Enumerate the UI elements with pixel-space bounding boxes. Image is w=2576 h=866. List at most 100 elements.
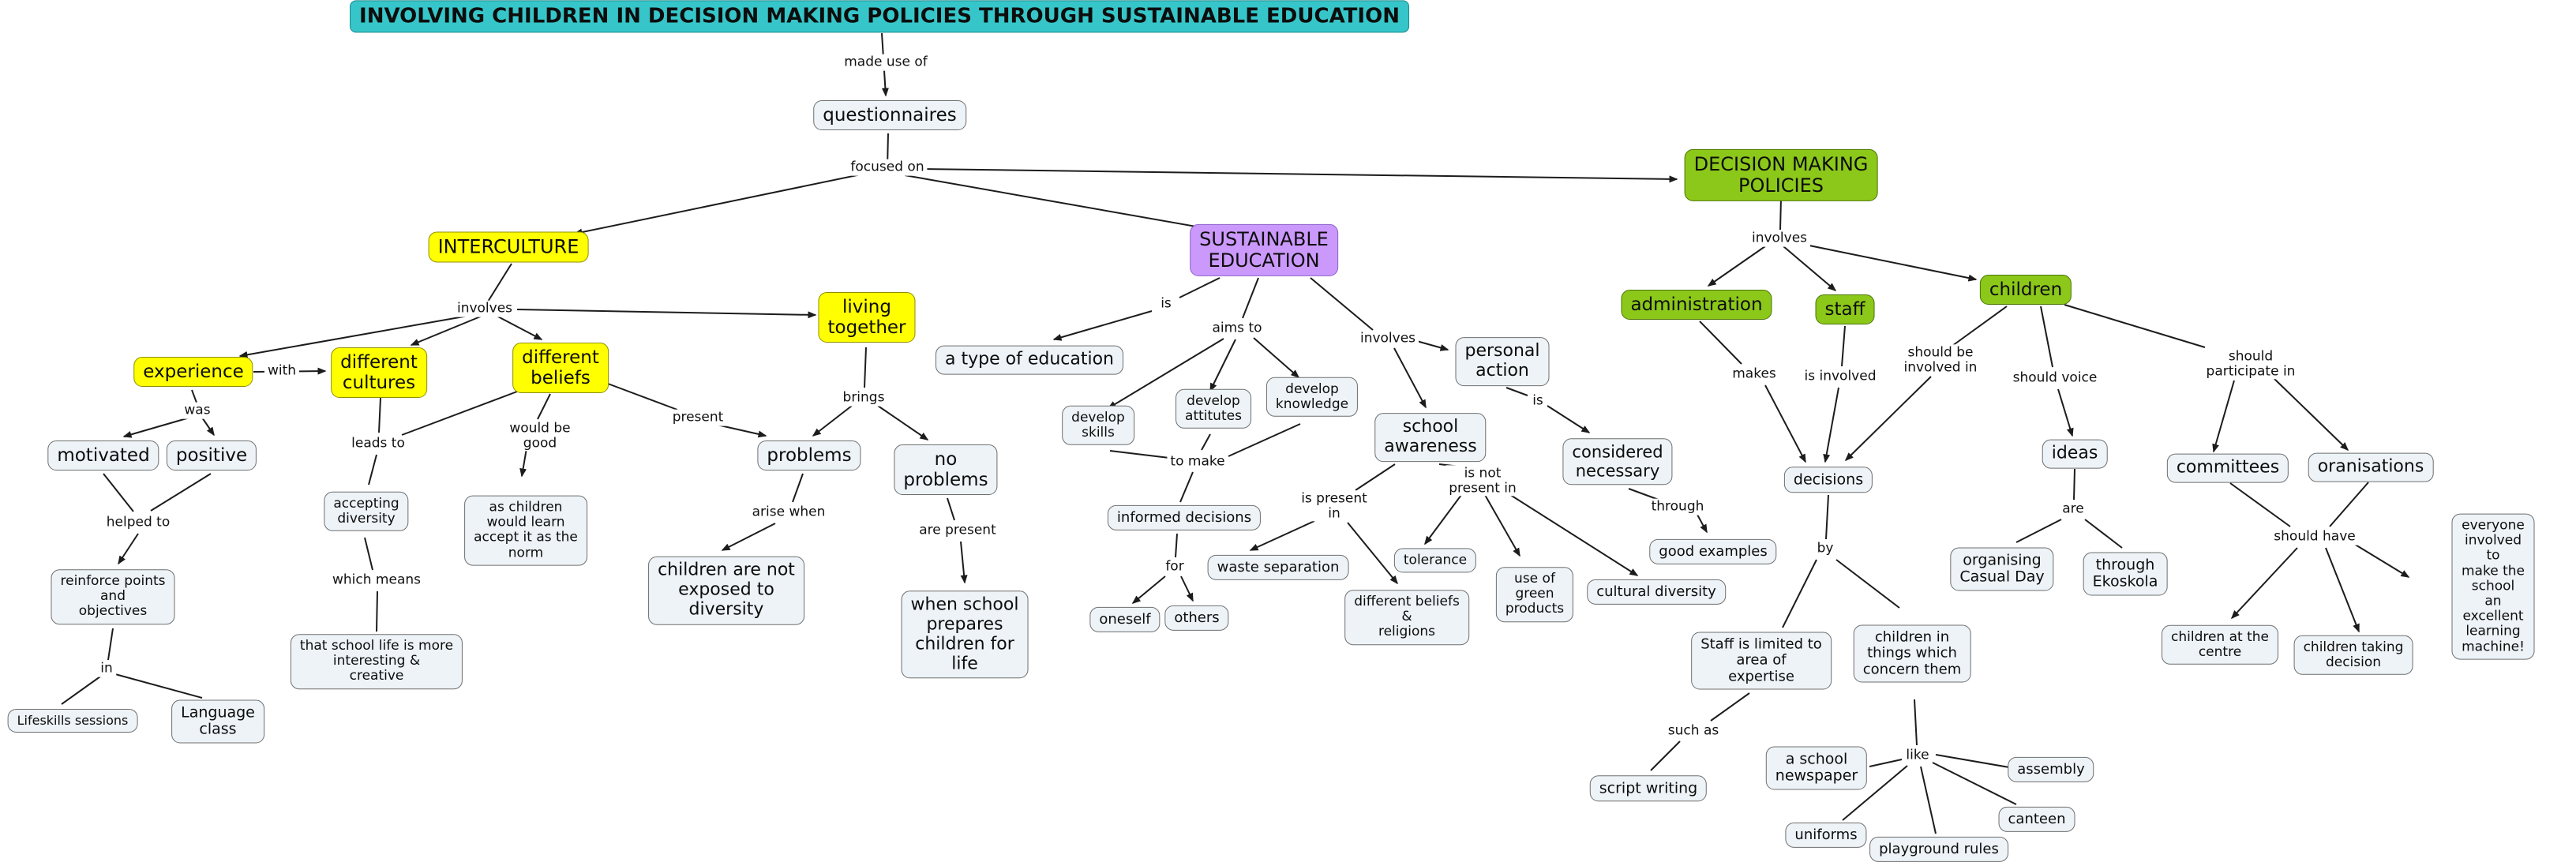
concept-node-children-taking-decision[interactable]: children taking decision [2293, 635, 2413, 676]
concept-node-informed-decisions[interactable]: informed decisions [1107, 504, 1262, 531]
connector-line [1835, 559, 1900, 609]
concept-node-motivated[interactable]: motivated [47, 440, 159, 470]
connector-line [1650, 740, 1681, 771]
linking-phrase-are-present[interactable]: are present [916, 522, 999, 539]
connector-line [1764, 384, 1806, 463]
linking-phrase-are[interactable]: are [2059, 500, 2087, 518]
concept-node-lifeskills-sessions[interactable]: Lifeskills sessions [7, 708, 138, 733]
concept-node-green-products[interactable]: use of green products [1495, 567, 1574, 622]
connector-line [1310, 277, 1374, 331]
linking-phrase-is-not-present-in[interactable]: is not present in [1445, 465, 1520, 497]
connector-line [1547, 405, 1591, 433]
linking-phrase-is-personal[interactable]: is [1529, 392, 1547, 410]
concept-node-as-children-learn[interactable]: as children would learn accept it as the… [464, 495, 587, 566]
connector-line [2230, 547, 2298, 620]
linking-phrase-is-education[interactable]: is [1157, 295, 1175, 313]
linking-phrase-should-voice[interactable]: should voice [2009, 369, 2101, 387]
concept-node-waste-separation[interactable]: waste separation [1207, 554, 1349, 581]
concept-node-canteen[interactable]: canteen [1998, 806, 2075, 833]
concept-node-cultural-diversity[interactable]: cultural diversity [1587, 579, 1726, 605]
linking-phrase-would-be-good[interactable]: would be good [506, 420, 574, 452]
concept-node-children-centre[interactable]: children at the centre [2162, 624, 2278, 665]
concept-node-develop-knowledge[interactable]: develop knowledge [1266, 377, 1359, 418]
concept-node-living-together[interactable]: living together [818, 292, 916, 343]
concept-node-interculture[interactable]: INTERCULTURE [428, 231, 589, 263]
concept-node-school-awareness[interactable]: school awareness [1374, 413, 1487, 462]
linking-phrase-involves-decision[interactable]: involves [1748, 230, 1811, 247]
concept-node-title[interactable]: INVOLVING CHILDREN IN DECISION MAKING PO… [350, 0, 1409, 33]
concept-node-beliefs-religions[interactable]: different beliefs & religions [1344, 590, 1469, 645]
concept-node-assembly[interactable]: assembly [2008, 756, 2094, 783]
concept-node-oneself[interactable]: oneself [1089, 606, 1161, 633]
linking-phrase-helped-to[interactable]: helped to [103, 514, 174, 531]
concept-node-staff[interactable]: staff [1815, 294, 1875, 324]
connector-line [607, 383, 678, 411]
concept-node-positive[interactable]: positive [166, 440, 257, 470]
linking-phrase-should-participate-in[interactable]: should participate in [2203, 348, 2299, 380]
concept-node-school-life-interesting[interactable]: that school life is more interesting & c… [290, 634, 463, 689]
linking-phrase-focused-on[interactable]: focused on [847, 159, 928, 176]
concept-node-children-things[interactable]: children in things which concern them [1853, 624, 1971, 683]
linking-phrase-should-have[interactable]: should have [2270, 528, 2359, 545]
linking-phrase-in[interactable]: in [97, 660, 116, 677]
concept-node-administration[interactable]: administration [1621, 290, 1772, 320]
concept-node-accepting-diversity[interactable]: accepting diversity [324, 491, 409, 532]
concept-node-sustainable-education[interactable]: SUSTAINABLE EDUCATION [1190, 223, 1338, 277]
concept-node-decisions[interactable]: decisions [1783, 467, 1873, 493]
linking-phrase-was[interactable]: was [181, 402, 214, 419]
concept-node-staff-limited[interactable]: Staff is limited to area of expertise [1691, 632, 1832, 690]
concept-node-school-prepares[interactable]: when school prepares children for life [901, 590, 1029, 679]
concept-node-decision-making-policies[interactable]: DECISION MAKING POLICIES [1684, 148, 1878, 202]
linking-phrase-to-make[interactable]: to make [1167, 453, 1228, 470]
linking-phrase-made-use-of[interactable]: made use of [841, 54, 931, 71]
linking-phrase-brings[interactable]: brings [839, 389, 888, 407]
concept-node-oranisations[interactable]: oranisations [2308, 452, 2434, 482]
concept-node-different-beliefs[interactable]: different beliefs [512, 343, 609, 393]
concept-node-no-problems[interactable]: no problems [894, 444, 998, 495]
concept-node-others[interactable]: others [1164, 605, 1229, 632]
concept-node-playground-rules[interactable]: playground rules [1869, 836, 2008, 863]
linking-phrase-aims-to[interactable]: aims to [1209, 320, 1266, 337]
concept-node-script-writing[interactable]: script writing [1589, 775, 1708, 802]
concept-node-ideas[interactable]: ideas [2042, 439, 2108, 469]
concept-node-organising-casual-day[interactable]: organising Casual Day [1950, 547, 2054, 591]
concept-node-tolerance[interactable]: tolerance [1393, 548, 1477, 573]
linking-phrase-by[interactable]: by [1813, 540, 1837, 557]
concept-node-a-type-of-education[interactable]: a type of education [936, 345, 1123, 375]
concept-node-uniforms[interactable]: uniforms [1785, 822, 1867, 849]
linking-phrase-involves-interculture[interactable]: involves [453, 300, 516, 317]
connector-line [122, 417, 190, 438]
concept-node-different-cultures[interactable]: different cultures [331, 347, 427, 398]
linking-phrase-is-present-in[interactable]: is present in [1298, 490, 1370, 522]
linking-phrase-which-means[interactable]: which means [329, 572, 424, 589]
concept-node-develop-attitutes[interactable]: develop attitutes [1176, 388, 1251, 429]
linking-phrase-through[interactable]: through [1648, 498, 1708, 515]
concept-node-experience[interactable]: experience [133, 357, 253, 387]
concept-node-children[interactable]: children [1979, 275, 2072, 305]
linking-phrase-makes[interactable]: makes [1729, 366, 1779, 383]
concept-node-questionnaires[interactable]: questionnaires [813, 100, 966, 130]
linking-phrase-involves-sustainable[interactable]: involves [1356, 330, 1419, 347]
concept-node-language-class[interactable]: Language class [171, 699, 264, 744]
linking-phrase-like[interactable]: like [1903, 747, 1933, 764]
concept-node-problems[interactable]: problems [757, 440, 861, 470]
linking-phrase-leads-to[interactable]: leads to [348, 435, 408, 452]
concept-node-good-examples[interactable]: good examples [1649, 538, 1777, 565]
concept-node-committees[interactable]: committees [2166, 453, 2289, 483]
concept-node-personal-action[interactable]: personal action [1455, 337, 1550, 386]
linking-phrase-present[interactable]: present [669, 409, 727, 426]
linking-phrase-such-as[interactable]: such as [1664, 722, 1723, 740]
linking-phrase-should-be-involved-in[interactable]: should be involved in [1900, 344, 1981, 376]
concept-node-through-ekoskola[interactable]: through Ekoskola [2083, 552, 2168, 596]
concept-node-everyone-involved[interactable]: everyone involved to make the school an … [2451, 513, 2535, 660]
concept-node-school-newspaper[interactable]: a school newspaper [1765, 746, 1868, 790]
linking-phrase-arise-when[interactable]: arise when [748, 504, 829, 521]
linking-phrase-for[interactable]: for [1162, 558, 1187, 575]
connector-line [1914, 699, 1918, 746]
concept-node-develop-skills[interactable]: develop skills [1062, 405, 1134, 446]
concept-node-not-exposed-diversity[interactable]: children are not exposed to diversity [648, 556, 804, 625]
concept-node-reinforce-points[interactable]: reinforce points and objectives [51, 569, 175, 624]
linking-phrase-with[interactable]: with [264, 362, 300, 380]
concept-node-considered-necessary[interactable]: considered necessary [1562, 438, 1673, 485]
linking-phrase-is-involved[interactable]: is involved [1801, 368, 1880, 385]
